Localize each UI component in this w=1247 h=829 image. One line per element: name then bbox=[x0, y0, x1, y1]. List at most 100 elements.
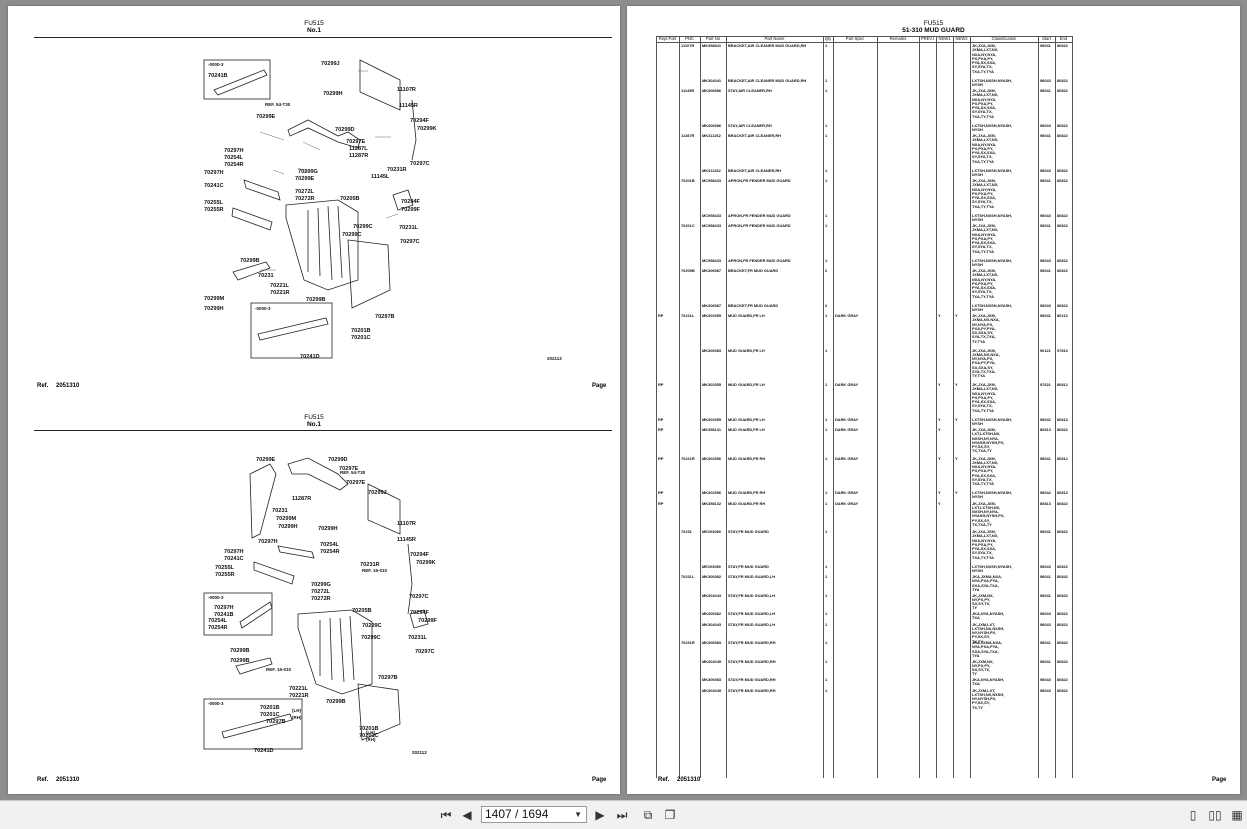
cell-end: 80822 bbox=[1057, 427, 1068, 432]
cell-start: 98043 bbox=[1040, 257, 1051, 263]
cell-start: 98042 bbox=[1040, 416, 1051, 422]
cell-name: BRACKET,AIR CLEANER MUD GUARD,RH bbox=[728, 77, 807, 83]
column-header: Classification bbox=[991, 36, 1017, 41]
top-callout-70221l: 70221L bbox=[270, 283, 290, 289]
top-callout-70299h: 70299H bbox=[323, 91, 343, 97]
cell-new1: Y bbox=[938, 427, 941, 432]
two-page-icon[interactable]: ▯▯ bbox=[1208, 808, 1222, 822]
cell-name: STAY,FR MUD GUARD,LH bbox=[728, 592, 776, 598]
cell-part-no: MK358131 bbox=[702, 427, 722, 432]
cell-qty: 1 bbox=[825, 455, 828, 461]
cell-qty: 1 bbox=[825, 122, 828, 128]
cell-cls: JK,JXA,JXM, JXMA,LXT,NX, NXA,NY,NYA, PX,… bbox=[972, 529, 999, 560]
parts-footer-page: Page bbox=[1212, 777, 1227, 783]
cell-name: MUD GUARD,FR LH bbox=[728, 427, 765, 432]
cell-end: 80113 bbox=[1057, 313, 1068, 318]
cell-cls: JK,JXA,JXM, JXMA,LXT,NX, NXA,NY,NYA, PX,… bbox=[972, 455, 999, 487]
cell-part-no: MK302556 bbox=[702, 490, 722, 495]
cell-part-no: MK304049 bbox=[702, 658, 722, 664]
cell-end: 80822 bbox=[1057, 223, 1068, 228]
cell-end: 80822 bbox=[1057, 133, 1068, 138]
cell-end: 80822 bbox=[1057, 77, 1068, 83]
cell-spec: DARK GRAY bbox=[835, 313, 859, 318]
cell-cls: LXTSH,NXSH,NYASH, NYSH bbox=[972, 257, 1013, 267]
cell-name: MUD GUARD,FR LH bbox=[728, 313, 765, 318]
top-callout-11145r: 11145R bbox=[399, 103, 418, 109]
forward-icon[interactable]: ❐ bbox=[664, 808, 676, 822]
bottom-callout-70297h: 70297H bbox=[258, 539, 278, 545]
top-callout-70254r: 70254R bbox=[224, 162, 244, 168]
single-page-icon[interactable]: ▯ bbox=[1189, 808, 1197, 822]
cell-spec: DARK GRAY bbox=[835, 490, 859, 495]
mud-guard-assembly bbox=[231, 59, 417, 309]
cell-pnc: 70205B bbox=[681, 268, 695, 273]
cell-cls: LXTSH,NXSH,NYASH, NYSH bbox=[972, 122, 1013, 132]
cell-cls: JKA,NYA,NYASH, TXA bbox=[972, 677, 1005, 687]
cell-cls: LXTSH,NXSH,NYASH, NYSH bbox=[972, 563, 1013, 573]
cell-new2: Y bbox=[955, 455, 958, 461]
cell-start: 98041 bbox=[1040, 640, 1051, 645]
cell-name: STAY,FR MUD GUARD,RH bbox=[728, 640, 776, 645]
page-number-field[interactable]: 1407 / 1694 ▼ bbox=[481, 806, 587, 823]
cell-cls: JK,JXA,JXM, JXMA,NX,NXA, NY,NYA,PX, PXA,… bbox=[972, 347, 1000, 379]
top-callout-70297c: 70297C bbox=[410, 161, 430, 167]
top-callout-70297c: 70297C bbox=[400, 239, 420, 245]
top-panel-footer-page: Page bbox=[592, 383, 607, 389]
cell-start: 98042 bbox=[1040, 490, 1051, 495]
column-header: Part No bbox=[705, 36, 721, 41]
cell-end: 80822 bbox=[1057, 302, 1068, 308]
cell-start: 98043 bbox=[1040, 212, 1051, 218]
bottom-callout-70241b: 70241B bbox=[214, 612, 234, 618]
bottom-callout-70299k: 70299K bbox=[416, 560, 436, 566]
cell-cls: LXTSH,NXSH,NYASH, NYSH bbox=[972, 302, 1013, 312]
top-callout-11287l: 11287L bbox=[349, 146, 368, 152]
top-callout-70205b: 70205B bbox=[340, 196, 360, 202]
cell-new1: Y bbox=[938, 382, 941, 387]
bottom-panel-rule bbox=[34, 430, 612, 431]
bottom-callout-11145r: 11145R bbox=[397, 537, 416, 543]
cell-part-no: MK304043 bbox=[702, 592, 722, 598]
ref-note-a: REF. 54-T30 bbox=[340, 470, 366, 475]
cell-cls: LXTSH,NXSH,NYASH, NYSH bbox=[972, 416, 1013, 426]
cell-name: STAY,FR MUD GUARD,LH bbox=[728, 574, 776, 579]
grid-view-icon[interactable]: ▦ bbox=[1231, 808, 1243, 822]
first-page-icon[interactable]: ⏮ bbox=[440, 808, 452, 822]
bottom-callout-70231: 70231 bbox=[272, 508, 288, 514]
cell-qty: 1 bbox=[825, 133, 828, 138]
cell-start: 98041 bbox=[1040, 43, 1051, 48]
cell-end: 80822 bbox=[1057, 268, 1068, 273]
cell-end: 80822 bbox=[1057, 563, 1068, 569]
cell-part-no: MK302555 bbox=[702, 313, 722, 318]
top-callout-70297h: 70297H bbox=[224, 148, 244, 154]
bottom-callout-70299j: 70299J bbox=[368, 490, 387, 496]
table-header-rule bbox=[656, 42, 1072, 43]
top-callout-70299d: 70299D bbox=[335, 127, 355, 133]
cell-start: 98043 bbox=[1040, 677, 1051, 682]
bottom-callout-70254l: 70254L bbox=[320, 542, 340, 548]
prev-page-icon[interactable]: ◀ bbox=[462, 808, 472, 822]
cell-start: 98041 bbox=[1040, 133, 1051, 138]
inset-bottom2-shape bbox=[221, 713, 293, 739]
inset-box-top bbox=[203, 59, 271, 100]
next-page-icon[interactable]: ▶ bbox=[595, 808, 605, 822]
top-callout-70231: 70231 bbox=[258, 273, 274, 279]
cell-qty: 1 bbox=[825, 167, 828, 173]
last-page-icon[interactable]: ⏭ bbox=[616, 808, 628, 822]
cell-part-no: MK306983 bbox=[702, 677, 722, 682]
cell-name: BRACKET,FR MUD GUARD bbox=[728, 302, 779, 308]
top-callout-11145l: 11145L bbox=[371, 174, 390, 180]
cell-pnc: 70201B bbox=[681, 178, 695, 183]
inset-apron-shape bbox=[257, 317, 329, 341]
top-callout-70299c: 70299C bbox=[342, 232, 362, 238]
cell-new2: Y bbox=[955, 313, 958, 318]
parts-model: FU515 bbox=[923, 20, 944, 27]
cell-part-no: MK306983 bbox=[702, 640, 722, 645]
cell-qty: 1 bbox=[825, 574, 828, 579]
labels-top-group: 70299J70241B11107R70299H11145R70299E7029… bbox=[204, 61, 437, 360]
column-header: Part Spec bbox=[845, 36, 865, 41]
top-callout-70299e: 70299E bbox=[295, 176, 315, 182]
top-panel-footer-code: 2051310 bbox=[56, 383, 80, 389]
page-dropdown-icon[interactable]: ▼ bbox=[574, 810, 582, 819]
back-icon[interactable]: ⧉ bbox=[643, 808, 653, 822]
cell-end: 80842 bbox=[1057, 574, 1068, 579]
